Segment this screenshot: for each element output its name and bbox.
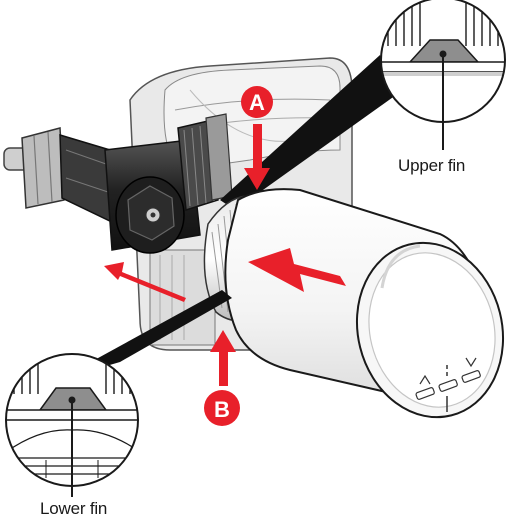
lower-fin-callout-wedge <box>58 290 232 380</box>
valve-adapter <box>104 113 233 254</box>
mounting-arrows <box>104 124 346 386</box>
lower-fin-detail <box>5 353 139 487</box>
lower-fin-label: Lower fin <box>40 499 108 518</box>
upper-fin-label: Upper fin <box>398 156 466 175</box>
marker-b-letter: B <box>214 397 230 422</box>
slide-direction-arrow <box>104 262 186 302</box>
marker-a-letter: A <box>249 90 265 115</box>
pipe-coupling <box>3 127 113 224</box>
down-arrow-a <box>244 124 270 190</box>
thermostat-head <box>203 188 505 419</box>
upper-fin-detail <box>380 0 506 123</box>
temp-up-icon <box>419 374 431 385</box>
push-arrow <box>248 248 346 292</box>
mode-buttons <box>415 357 481 412</box>
up-arrow-b <box>210 330 236 386</box>
temp-down-icon <box>465 357 477 368</box>
marker-b: B <box>204 390 240 426</box>
marker-a: A <box>241 86 273 118</box>
